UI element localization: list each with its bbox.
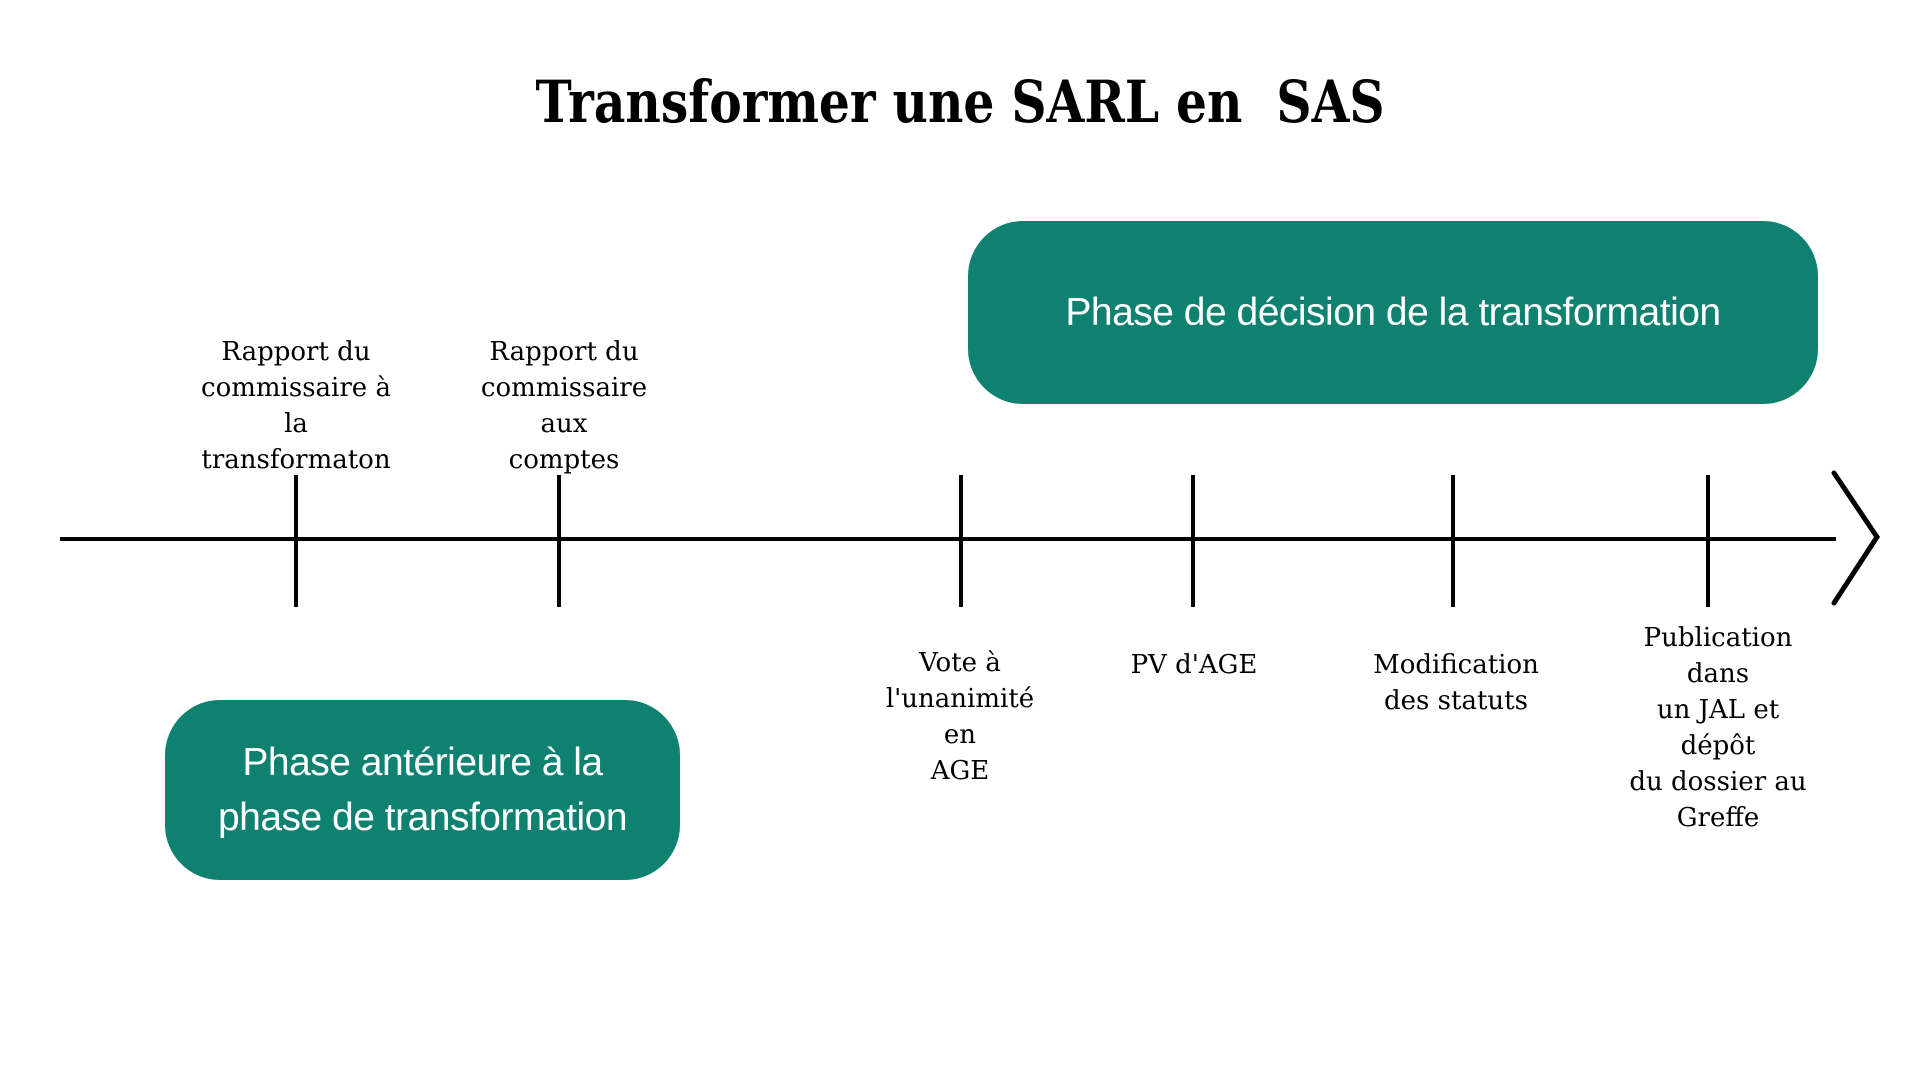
timeline-arrow-icon xyxy=(1831,470,1880,606)
phase-box-anterieure: Phase antérieure à la phase de transform… xyxy=(165,700,680,880)
phase-box-decision: Phase de décision de la transformation xyxy=(968,221,1818,404)
diagram-title: Transformer une SARL en SAS xyxy=(535,68,1385,136)
event-pv-age: PV d'AGE xyxy=(1130,650,1258,680)
event-publication-jal-greffe: Publication dans un JAL et dépôt du doss… xyxy=(1629,623,1807,833)
event-modification-statuts: Modification des statuts xyxy=(1373,650,1539,716)
event-vote-unanimite-age: Vote à l'unanimité en AGE xyxy=(885,648,1035,786)
event-rapport-commissaire-comptes: Rapport du commissaire aux comptes xyxy=(480,337,648,475)
phase-box-anterieure-label: Phase antérieure à la phase de transform… xyxy=(217,741,628,839)
phase-box-decision-label: Phase de décision de la transformation xyxy=(1065,290,1721,334)
event-rapport-commissaire-transformation: Rapport du commissaire à la transformato… xyxy=(201,337,391,475)
